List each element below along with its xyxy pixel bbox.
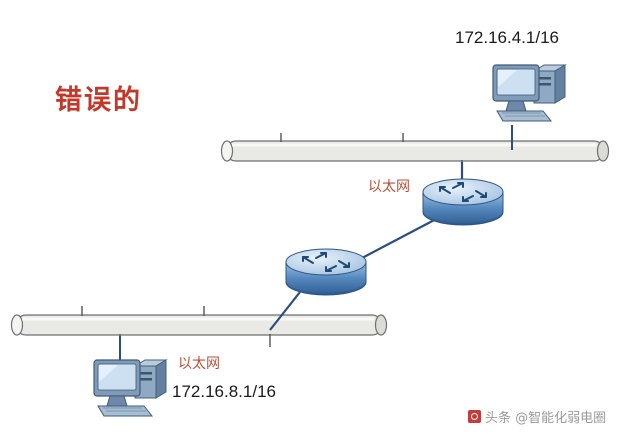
pc-top — [487, 57, 567, 129]
watermark-logo-icon — [468, 410, 481, 423]
ip-label-bottom: 172.16.8.1/16 — [172, 382, 276, 401]
page-title: 错误的 — [55, 85, 142, 116]
ip-label-top: 172.16.4.1/16 — [455, 28, 559, 47]
router-lower-shape — [285, 248, 367, 296]
watermark: 头条 @智能化弱电圈 — [468, 407, 606, 426]
bus-bottom-shape — [10, 306, 388, 347]
bus-bottom — [8, 305, 390, 347]
watermark-text: 头条 @智能化弱电圈 — [485, 411, 607, 426]
ethernet-label-bottom: 以太网 — [178, 356, 220, 372]
router-upper-shape — [422, 178, 504, 226]
router-lower — [283, 246, 369, 298]
ethernet-label-top: 以太网 — [368, 179, 410, 195]
pc-top-shape — [492, 64, 567, 122]
router-upper — [420, 176, 506, 228]
pc-bottom — [88, 352, 168, 424]
pc-bottom-shape — [93, 359, 168, 417]
